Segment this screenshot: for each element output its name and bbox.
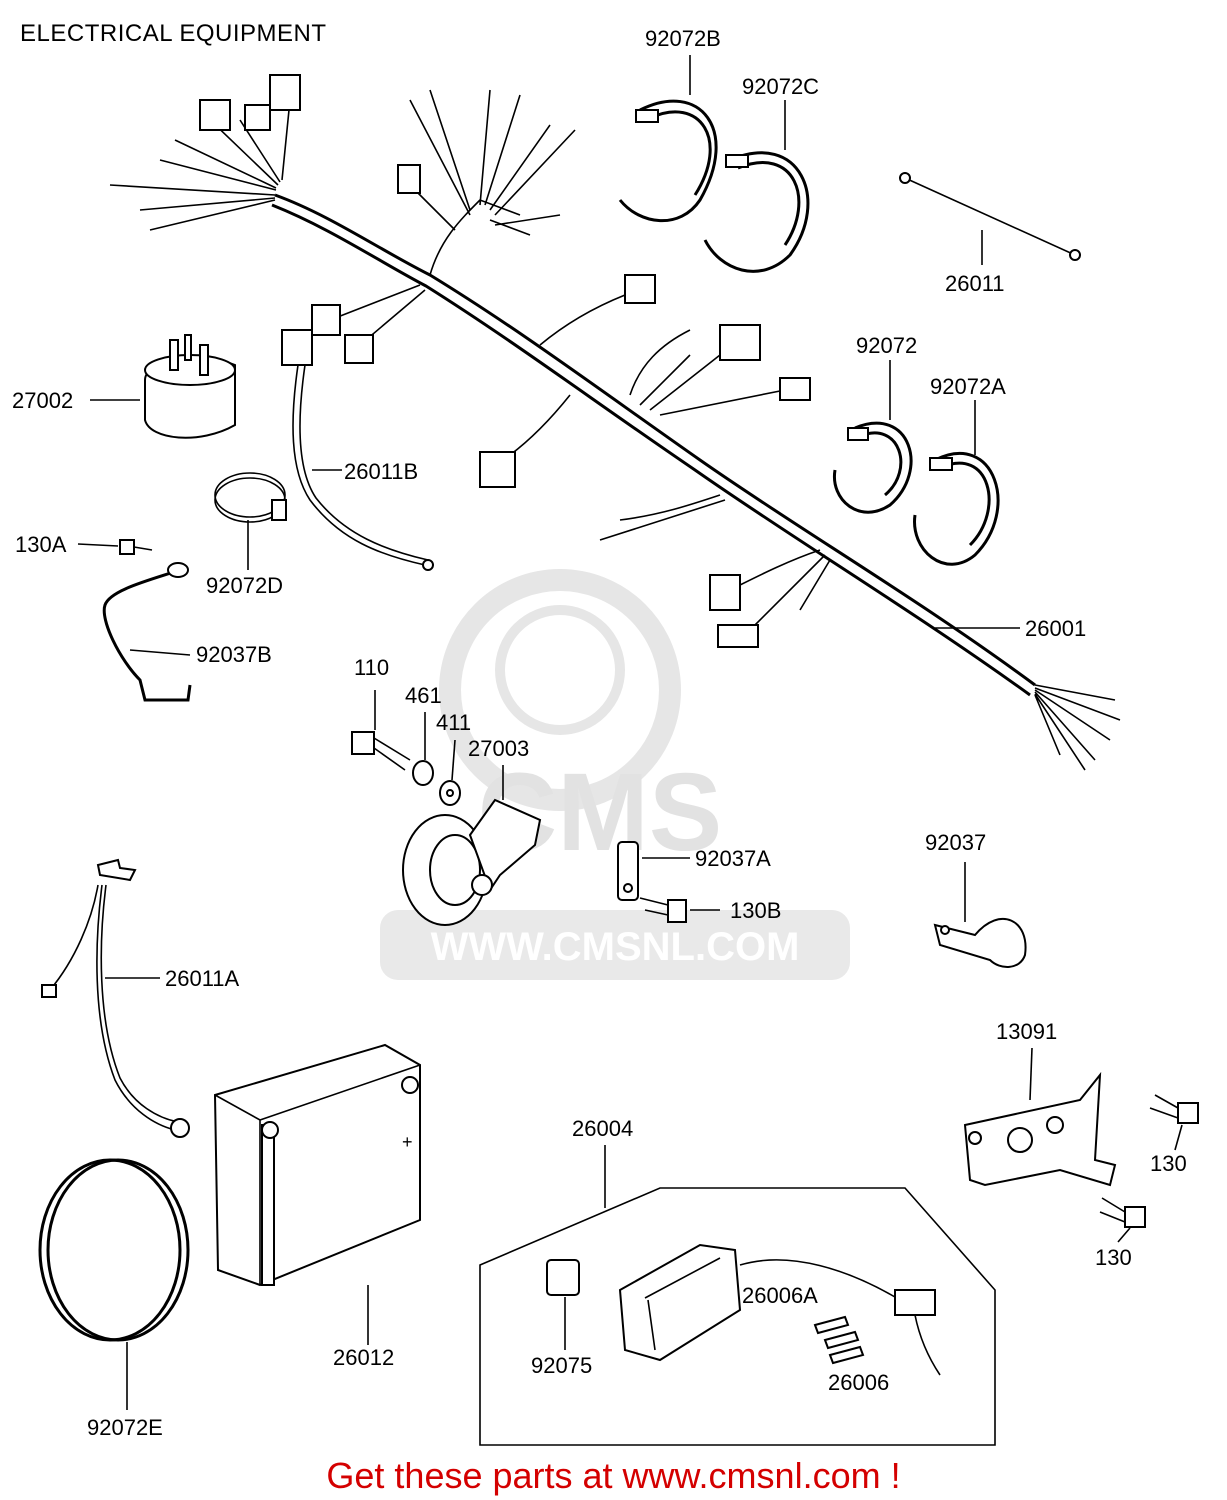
label-92037B: 92037B [196, 642, 272, 667]
svg-text:+: + [402, 1132, 413, 1152]
label-92072A: 92072A [930, 374, 1006, 399]
clamp-92072B [618, 99, 718, 223]
label-26011A: 26011A [165, 966, 240, 991]
footer-link-text[interactable]: Get these parts at www.cmsnl.com ! [326, 1455, 901, 1496]
wire-26011 [899, 172, 1081, 261]
label-411: 411 [436, 710, 472, 735]
bolt-130-lower [1099, 1197, 1146, 1228]
label-110: 110 [354, 655, 390, 680]
label-130-upper: 130 [1150, 1151, 1187, 1176]
label-130-lower: 130 [1095, 1245, 1132, 1270]
label-130B: 130B [730, 898, 782, 923]
label-26006A: 26006A [742, 1283, 818, 1308]
bolt-130B [639, 897, 687, 923]
label-130A: 130A [15, 532, 67, 557]
watermark-url: WWW.CMSNL.COM [431, 925, 800, 969]
label-26001: 26001 [1025, 616, 1087, 641]
wiring-harness-26001 [109, 74, 1121, 771]
battery-26012: + [213, 1043, 421, 1287]
label-92037: 92037 [925, 830, 987, 855]
band-92072E [38, 1158, 190, 1342]
label-26012: 26012 [333, 1345, 395, 1370]
terminal-92037A [617, 841, 639, 901]
washer-461 [412, 760, 434, 786]
bolt-130-upper [1149, 1094, 1199, 1124]
lead-26011A [41, 858, 190, 1138]
leader-lines [77, 55, 1183, 1410]
washer-411 [439, 780, 461, 806]
clamp-92072 [832, 421, 913, 514]
label-92037A: 92037A [695, 846, 771, 871]
clamp-92037 [933, 917, 1027, 968]
label-92072B: 92072B [645, 26, 721, 51]
page-title: ELECTRICAL EQUIPMENT [20, 20, 327, 47]
label-27002: 27002 [12, 388, 74, 413]
label-26011B: 26011B [344, 459, 419, 484]
label-92075: 92075 [531, 1353, 593, 1378]
clamp-92072C [703, 151, 810, 273]
relay-27002 [144, 334, 236, 439]
bolt-110 [351, 731, 411, 771]
clamp-92072A [913, 452, 1000, 566]
label-92072: 92072 [856, 333, 918, 358]
bracket-13091 [963, 1071, 1117, 1187]
label-26011: 26011 [945, 271, 1005, 296]
clamp-92072D [214, 472, 287, 523]
label-461: 461 [405, 683, 442, 708]
label-92072D: 92072D [206, 573, 284, 598]
lead-26011B [281, 329, 434, 571]
fuse-box-group-26004 [479, 1187, 996, 1446]
bracket-92037B [102, 562, 192, 702]
label-27003: 27003 [468, 736, 530, 761]
bolt-130A [119, 539, 153, 555]
label-92072C: 92072C [742, 74, 820, 99]
label-26004: 26004 [572, 1116, 634, 1141]
horn-27003 [402, 798, 542, 926]
label-13091: 13091 [996, 1019, 1058, 1044]
label-92072E: 92072E [87, 1415, 163, 1440]
label-26006: 26006 [828, 1370, 890, 1395]
